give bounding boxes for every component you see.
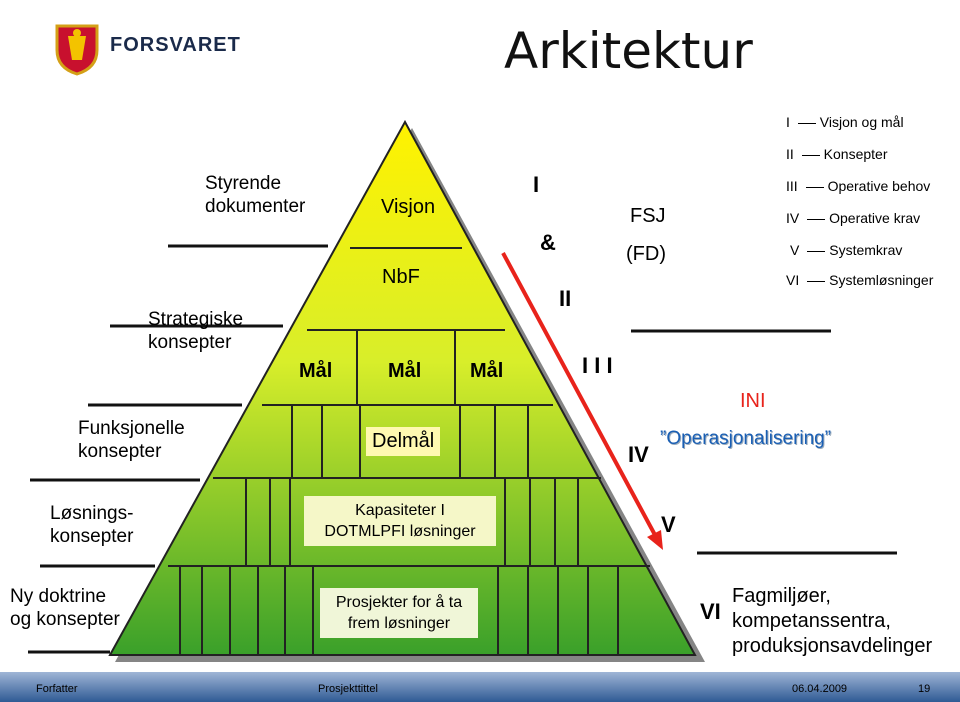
pyramid-mal: Mål [299, 360, 333, 382]
legend-item: II Konsepter [786, 146, 888, 162]
roman-V: V [661, 512, 676, 537]
operasjonalisering-label: ”Operasjonalisering” [660, 428, 832, 449]
pyramid-visjon: Visjon [381, 196, 436, 218]
ini-label: INI [740, 390, 766, 412]
forsvaret-logo [52, 20, 102, 76]
crest-icon [55, 24, 99, 76]
legend-item: I Visjon og mål [786, 114, 904, 130]
legend-item: V Systemkrav [790, 242, 903, 258]
legend-item: IV Operative krav [786, 210, 921, 226]
amp-label: & [540, 230, 556, 255]
footer-author: Forfatter [36, 683, 78, 695]
roman-II: II [559, 286, 572, 311]
fsj-label: FSJ [630, 205, 666, 227]
roman-I: I [533, 172, 540, 197]
footer-bar [0, 672, 960, 702]
page-title: Arkitektur [504, 22, 753, 80]
pyramid-nbf: NbF [382, 266, 420, 288]
arrow-line [501, 252, 657, 536]
footer-date: 06.04.2009 [792, 683, 848, 695]
pyramid-mal: Mål [470, 360, 504, 382]
label-losningskonsepter: Løsnings-konsepter [50, 503, 134, 547]
footer-project: Prosjekttittel [318, 683, 378, 695]
pyramid-delmal: Delmål [366, 427, 441, 456]
fd-label: (FD) [626, 243, 666, 265]
roman-IV: IV [628, 442, 649, 467]
legend-item: III Operative behov [786, 178, 931, 194]
footer-page: 19 [918, 683, 931, 695]
pyramid-body [108, 119, 697, 656]
roman-III: I I I [582, 353, 613, 378]
fagmiljoer-label: Fagmiljøer,kompetanssentra,produksjonsav… [732, 585, 933, 657]
roman-VI: VI [700, 599, 721, 624]
brand-name: FORSVARET [110, 34, 241, 56]
arrow-head-icon [647, 530, 663, 550]
legend-item: VI Systemløsninger [786, 272, 934, 288]
pyramid-mal: Mål [388, 360, 422, 382]
